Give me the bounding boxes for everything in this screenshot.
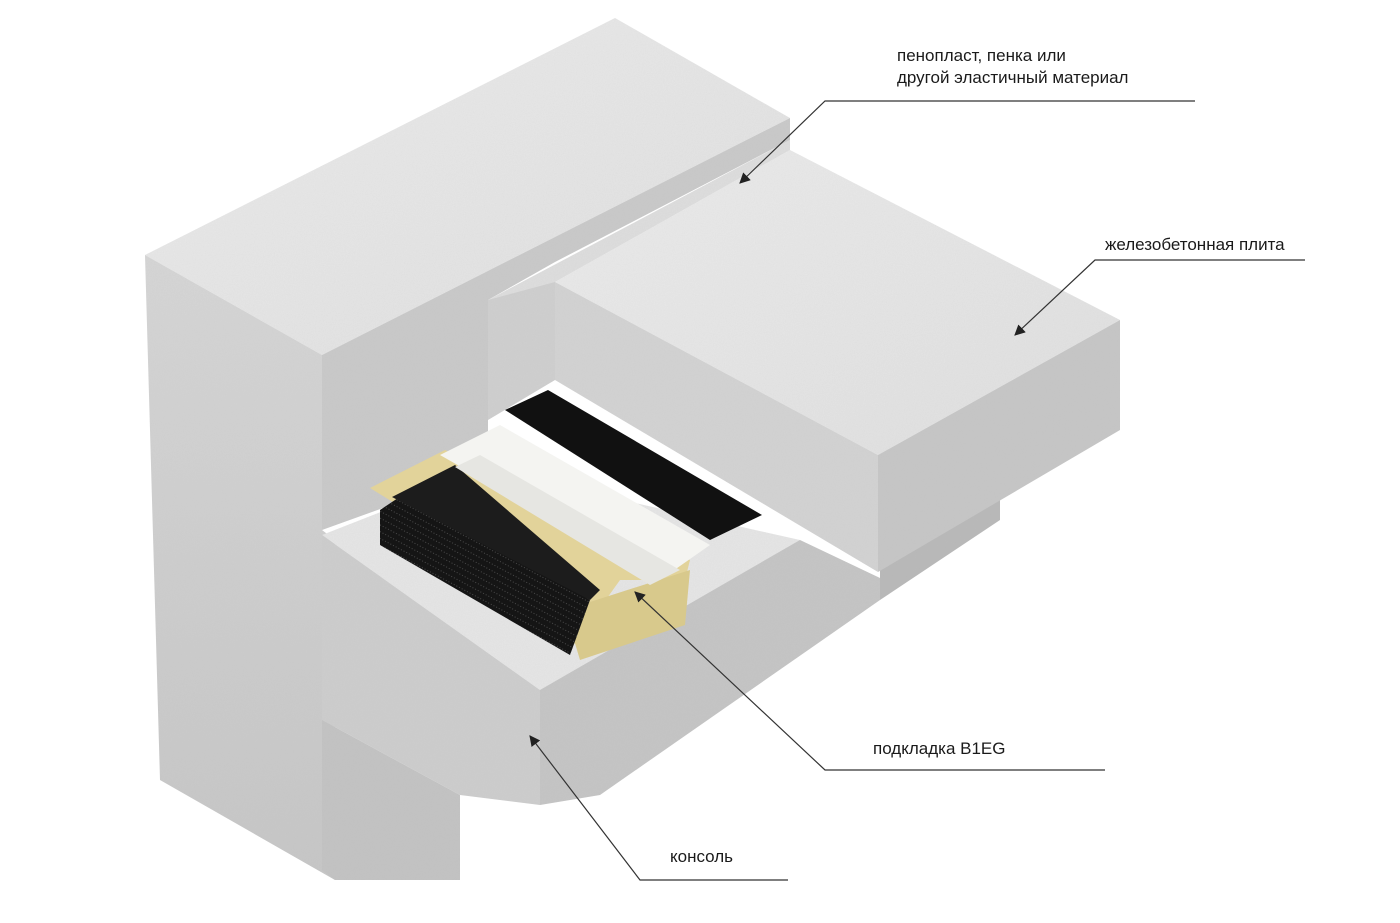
pad-white-layer-2	[455, 455, 680, 585]
leader-foam	[739, 100, 1195, 184]
leader-lines	[529, 100, 1305, 881]
label-pad: подкладка B1EG	[873, 739, 1006, 758]
pad-black-top	[392, 465, 600, 600]
pad-white-layer	[440, 425, 710, 580]
label-foam-line1: пенопласт, пенка или	[897, 46, 1066, 65]
leader-slab	[1014, 259, 1305, 336]
label-slab: железобетонная плита	[1105, 235, 1285, 254]
pad-black-rear	[505, 390, 762, 540]
slab-recess-side	[488, 282, 555, 420]
slab-front-face	[555, 282, 878, 572]
slab-top-face	[555, 150, 1120, 455]
wall-top-face	[145, 18, 790, 355]
wall-front-face	[145, 255, 335, 880]
leader-pad	[634, 591, 1105, 771]
wall-lower-face	[322, 720, 460, 880]
wall-recess-back	[322, 118, 790, 530]
pad-yellow-end	[565, 570, 690, 660]
slab-back-lip	[488, 140, 790, 300]
b1eg-pad	[370, 390, 762, 660]
concrete-wall	[145, 18, 790, 880]
slab-right-face	[878, 320, 1120, 572]
console-front-face	[322, 535, 540, 805]
label-console: консоль	[670, 847, 734, 866]
leader-console	[529, 735, 788, 881]
label-foam-material: пенопласт, пенка или другой эластичный м…	[897, 45, 1128, 89]
console-side-face	[540, 540, 880, 805]
pad-black-layer-front	[380, 490, 590, 655]
label-foam-line2: другой эластичный материал	[897, 68, 1129, 87]
concrete-slab	[488, 140, 1120, 572]
